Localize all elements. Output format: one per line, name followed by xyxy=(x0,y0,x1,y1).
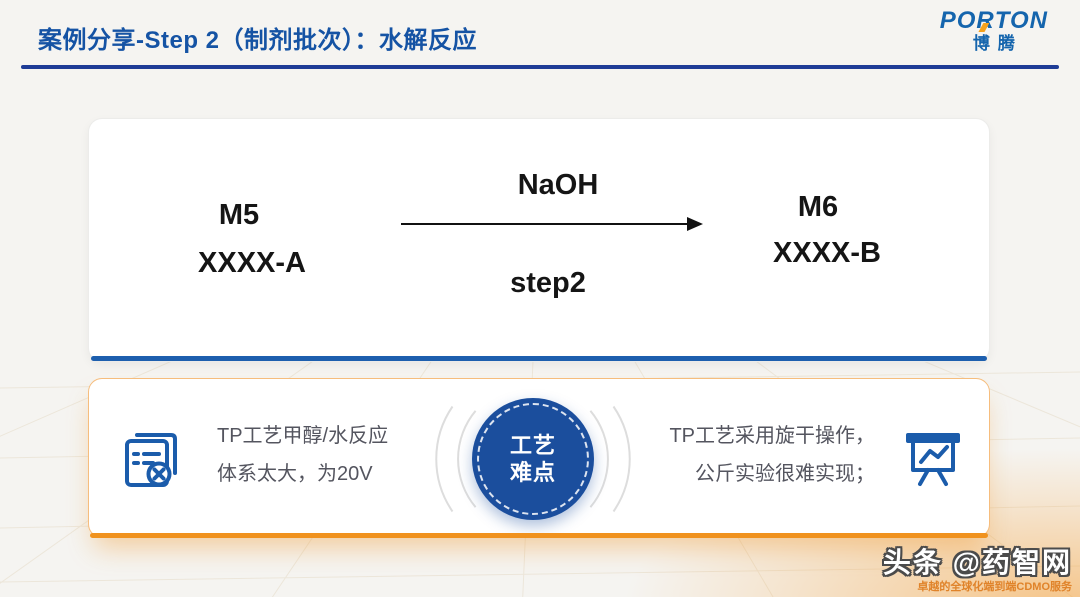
logo-wordmark: PORTON xyxy=(940,9,1048,33)
logo-chinese: 博腾 xyxy=(972,34,1023,53)
difficulty-right-line1: TP工艺采用旋干操作， xyxy=(669,425,875,447)
difficulty-right-text: TP工艺采用旋干操作， 公斤实验很难实现； xyxy=(669,417,875,493)
difficulty-center-badge: 工艺 难点 xyxy=(472,398,594,520)
logo-part1: PO xyxy=(939,7,977,34)
difficulty-left-line1: TP工艺甲醇/水反应 xyxy=(217,425,389,447)
card-bottom-accent xyxy=(91,356,987,361)
process-difficulty-card: TP工艺甲醇/水反应 体系太大，为20V 工艺 难点 TP工艺采用旋干操作， 公… xyxy=(88,378,990,538)
card-orange-accent xyxy=(90,533,988,538)
step-label: step2 xyxy=(510,267,586,299)
logo-part3: TON xyxy=(994,7,1048,34)
reaction-scheme-card: M5 XXXX-A NaOH step2 M6 XXXX-B xyxy=(88,118,990,362)
document-error-icon xyxy=(125,433,177,487)
presentation-chart-icon xyxy=(906,433,960,486)
title-divider xyxy=(21,65,1059,69)
difficulty-left-line2: 体系太大，为20V xyxy=(217,463,373,485)
porton-logo: PORTON 博腾 xyxy=(940,9,1048,53)
product-code: M6 xyxy=(797,191,839,223)
reagent-label: NaOH xyxy=(517,169,599,201)
reactant-name: XXXX-A xyxy=(198,247,306,279)
company-tagline: 卓越的全球化端到端CDMO服务 xyxy=(917,581,1072,593)
page-title: 案例分享-Step 2（制剂批次）：水解反应 xyxy=(38,27,478,54)
badge-dashed-ring xyxy=(477,403,589,515)
watermark-text: 头条 @药智网 xyxy=(882,547,1072,578)
product-name: XXXX-B xyxy=(773,237,881,269)
reactant-code: M5 xyxy=(218,199,260,231)
logo-part2: R xyxy=(976,7,995,34)
difficulty-left-text: TP工艺甲醇/水反应 体系太大，为20V xyxy=(217,417,388,493)
difficulty-right-line2: 公斤实验很难实现； xyxy=(695,463,875,485)
reaction-arrow-icon xyxy=(401,217,703,231)
